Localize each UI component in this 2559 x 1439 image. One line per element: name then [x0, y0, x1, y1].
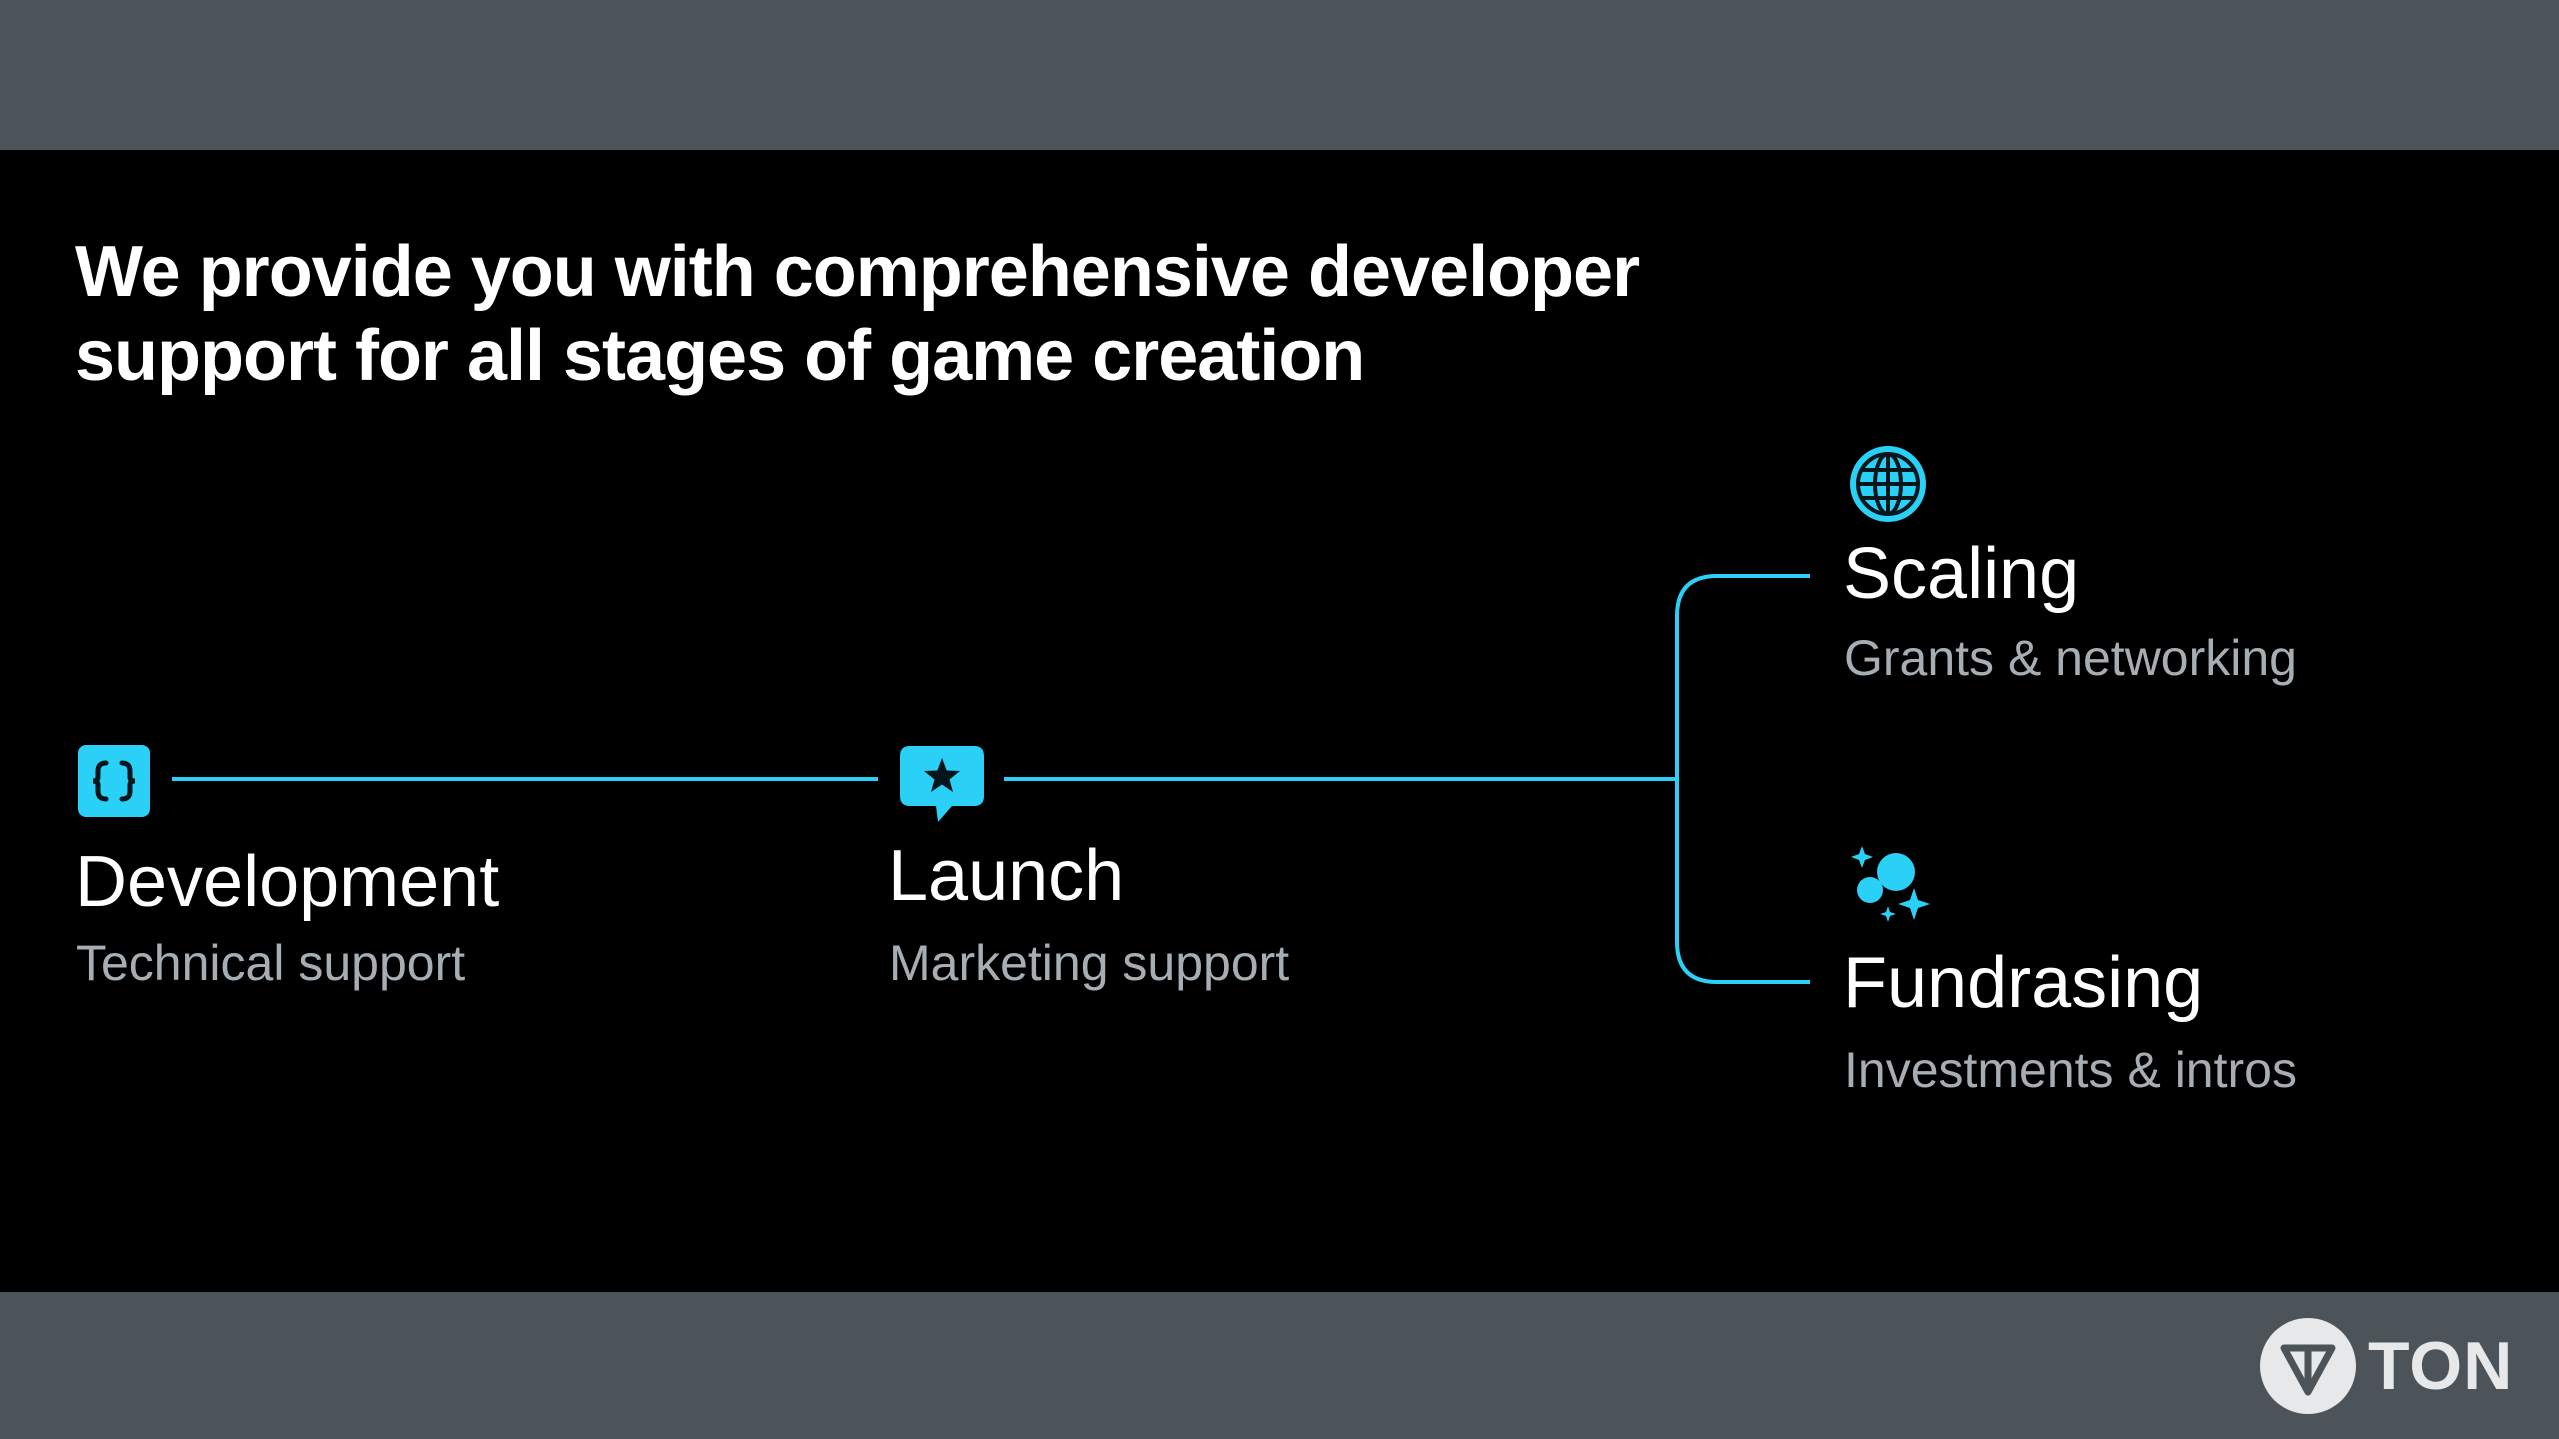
timeline-connectors: [172, 574, 1810, 984]
launch-title: Launch: [888, 836, 1125, 916]
top-frame-band: [0, 0, 2559, 150]
headline-line-2: support for all stages of game creation: [75, 316, 1365, 396]
launch-subtitle: Marketing support: [889, 935, 1290, 991]
scaling-title: Scaling: [1843, 534, 2080, 614]
fundrasing-title: Fundrasing: [1843, 943, 2204, 1023]
sparkle-orbs-icon: [1851, 846, 1930, 922]
development-subtitle: Technical support: [76, 935, 466, 991]
ton-logo: TON: [2258, 1316, 2512, 1416]
connector-branch: [1675, 574, 1810, 984]
slide-headline: We provide you with comprehensive develo…: [75, 230, 1775, 398]
fundrasing-subtitle: Investments & intros: [1844, 1042, 2297, 1098]
presentation-slide: We provide you with comprehensive develo…: [0, 150, 2559, 1292]
development-title: Development: [75, 842, 500, 922]
headline-line-1: We provide you with comprehensive develo…: [75, 232, 1640, 312]
code-braces-icon: [78, 745, 150, 817]
scaling-subtitle: Grants & networking: [1844, 630, 2297, 686]
star-chat-bubble-icon: [900, 746, 984, 822]
ton-wordmark: TON: [2368, 1328, 2514, 1404]
ton-diamond-icon: [2260, 1318, 2356, 1414]
bottom-frame-band: [0, 1292, 2559, 1439]
globe-icon: [1850, 446, 1926, 522]
